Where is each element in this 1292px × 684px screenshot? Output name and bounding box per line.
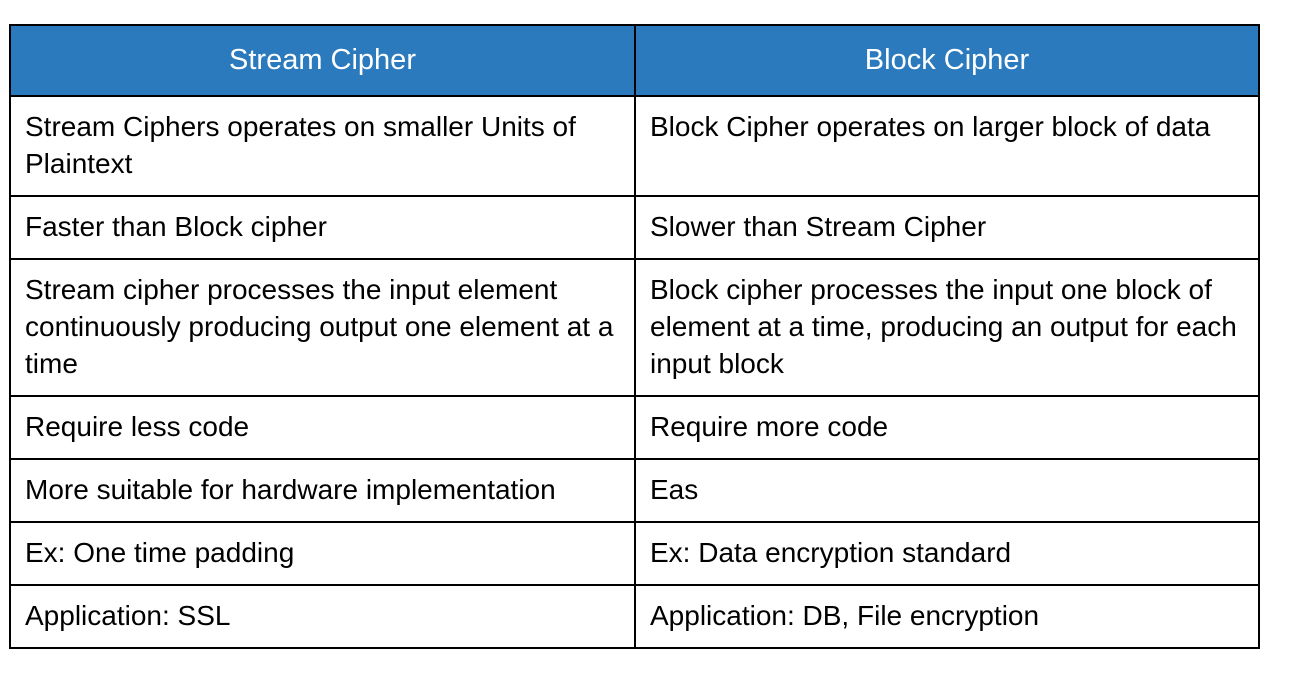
table-row: More suitable for hardware implementatio… — [9, 458, 1260, 523]
cell-stream-cipher: Faster than Block cipher — [9, 195, 636, 260]
table-row: Require less code Require more code — [9, 395, 1260, 460]
cell-block-cipher: Slower than Stream Cipher — [634, 195, 1260, 260]
cell-text: Block Cipher operates on larger block of… — [650, 111, 1211, 142]
cell-text: Require more code — [650, 411, 889, 442]
cell-text: Ex: One time padding — [25, 537, 295, 568]
cell-stream-cipher: More suitable for hardware implementatio… — [9, 458, 636, 523]
cell-block-cipher: Application: DB, File encryption — [634, 584, 1260, 649]
cell-text: Application: DB, File encryption — [650, 600, 1040, 631]
cell-text: Require less code — [25, 411, 250, 442]
table-header-row: Stream Cipher Block Cipher — [9, 24, 1260, 97]
table-row: Ex: One time padding Ex: Data encryption… — [9, 521, 1260, 586]
cell-stream-cipher: Application: SSL — [9, 584, 636, 649]
table-row: Stream cipher processes the input elemen… — [9, 258, 1260, 397]
cell-block-cipher: Ex: Data encryption standard — [634, 521, 1260, 586]
column-header-stream-cipher: Stream Cipher — [9, 24, 636, 97]
column-header-label: Block Cipher — [864, 44, 1030, 76]
cell-text: More suitable for hardware implementatio… — [25, 474, 556, 505]
table-row: Stream Ciphers operates on smaller Units… — [9, 95, 1260, 197]
column-header-block-cipher: Block Cipher — [634, 24, 1260, 97]
cell-block-cipher: Block Cipher operates on larger block of… — [634, 95, 1260, 197]
cell-text: Faster than Block cipher — [25, 211, 327, 242]
cell-block-cipher: Block cipher processes the input one blo… — [634, 258, 1260, 397]
cell-text: Stream Ciphers operates on smaller Units… — [25, 111, 576, 179]
cell-text: Slower than Stream Cipher — [650, 211, 987, 242]
cell-block-cipher: Require more code — [634, 395, 1260, 460]
table-header: Stream Cipher Block Cipher — [9, 24, 1260, 97]
cell-text: Eas — [650, 474, 699, 505]
column-header-label: Stream Cipher — [229, 44, 416, 76]
cell-stream-cipher: Stream Ciphers operates on smaller Units… — [9, 95, 636, 197]
cell-text: Block cipher processes the input one blo… — [650, 274, 1237, 379]
cell-text: Ex: Data encryption standard — [650, 537, 1012, 568]
table-row: Application: SSL Application: DB, File e… — [9, 584, 1260, 649]
cell-stream-cipher: Ex: One time padding — [9, 521, 636, 586]
table-body: Stream Ciphers operates on smaller Units… — [9, 95, 1260, 649]
cell-block-cipher: Eas — [634, 458, 1260, 523]
cipher-comparison-table: Stream Cipher Block Cipher Stream Cipher… — [9, 24, 1260, 649]
table-row: Faster than Block cipher Slower than Str… — [9, 195, 1260, 260]
cell-stream-cipher: Stream cipher processes the input elemen… — [9, 258, 636, 397]
cell-stream-cipher: Require less code — [9, 395, 636, 460]
cell-text: Application: SSL — [25, 600, 231, 631]
cell-text: Stream cipher processes the input elemen… — [25, 274, 614, 379]
